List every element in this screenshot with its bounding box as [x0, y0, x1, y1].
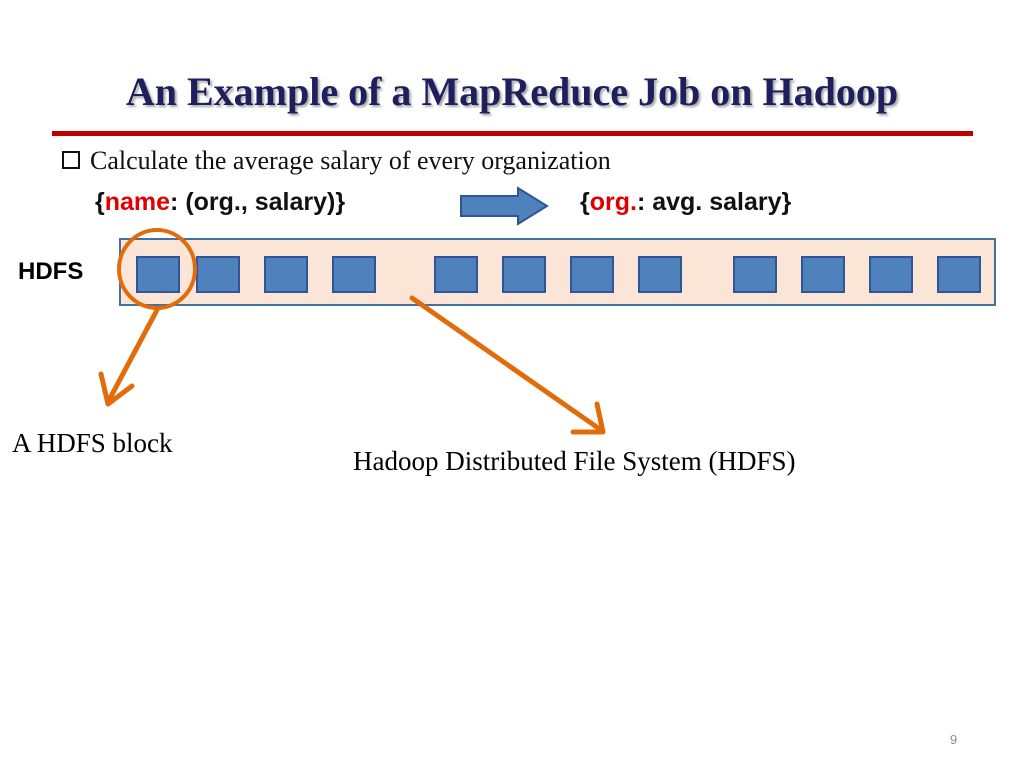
hdfs-block [264, 256, 308, 293]
input-open-brace: { [95, 188, 105, 216]
hdfs-block [434, 256, 478, 293]
slide-title: An Example of a MapReduce Job on Hadoop [125, 69, 899, 114]
hdfs-block [869, 256, 913, 293]
checkbox-bullet-icon [62, 151, 80, 169]
output-open-brace: { [580, 188, 590, 216]
highlight-circle [117, 228, 197, 310]
block-callout-line [105, 307, 160, 405]
hdfs-block [570, 256, 614, 293]
hdfs-block [801, 256, 845, 293]
output-key-org: org. [589, 188, 637, 216]
output-value: : avg. salary} [636, 188, 792, 216]
input-value: : (org., salary)} [170, 188, 346, 216]
hdfs-block [332, 256, 376, 293]
bullet-item: Calculate the average salary of every or… [62, 146, 611, 176]
hdfs-block [937, 256, 981, 293]
page-number: 9 [950, 732, 958, 747]
hdfs-block [502, 256, 546, 293]
hdfs-callout-line [409, 295, 604, 433]
hdfs-block [136, 256, 180, 293]
hdfs-label: HDFS [18, 258, 84, 285]
bullet-text: Calculate the average salary of every or… [90, 146, 611, 175]
input-key-value: {name: (org., salary)} [95, 188, 345, 217]
hdfs-callout-arrowhead [570, 401, 606, 435]
hdfs-block-caption: A HDFS block [12, 428, 173, 458]
input-key-name: name [104, 188, 171, 216]
block-callout-arrowhead [98, 371, 135, 407]
hdfs-block [638, 256, 682, 293]
output-key-value: {org.: avg. salary} [580, 188, 791, 217]
hdfs-block [733, 256, 777, 293]
transform-arrow-icon [460, 186, 549, 226]
title-underline [52, 131, 973, 136]
hdfs-block [196, 256, 240, 293]
hdfs-caption: Hadoop Distributed File System (HDFS) [353, 446, 796, 476]
